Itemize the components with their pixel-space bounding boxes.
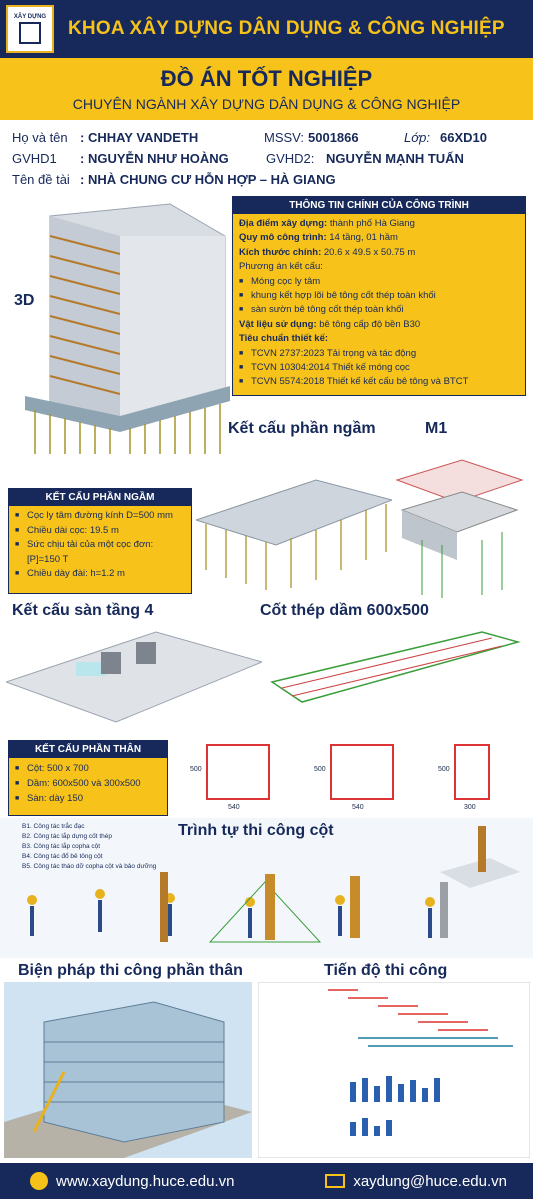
beam-section-3: 500 300: [438, 736, 508, 814]
list-item: TCVN 10304:2014 Thiết kế móng cọc: [239, 361, 519, 376]
list-item: B1. Công tác trắc đạc: [22, 823, 85, 830]
list-item: Móng cọc ly tâm: [239, 275, 519, 290]
pile-cap-m1-image: [395, 459, 524, 598]
list-item: Dầm: 600x500 và 300x500: [15, 776, 161, 791]
faculty-title: KHOA XÂY DỰNG DÂN DỤNG & CÔNG NGHIỆP: [68, 18, 505, 39]
footer-bar: www.xaydung.huce.edu.vn xaydung@huce.edu…: [0, 1163, 533, 1199]
label-substructure: Kết cấu phần ngầm: [228, 420, 376, 437]
label-schedule: Tiến độ thi công: [324, 962, 448, 979]
beam-rebar-image: [270, 631, 521, 703]
list-item: Cột: 500 x 700: [15, 761, 161, 776]
construction-site-image: [4, 982, 252, 1158]
floor4-3d-image: [6, 631, 262, 723]
advisor2-name: NGUYỄN MẠNH TUẤN: [326, 151, 464, 166]
label-floor4: Kết cấu sàn tầng 4: [12, 602, 154, 619]
list-item: Chiều dày đài: h=1.2 m: [15, 567, 185, 582]
advisor2-label: GVHD2:: [266, 151, 315, 166]
list-item: Cọc ly tâm đường kính D=500 mm: [15, 509, 185, 524]
steps-list: B1. Công tác trắc đạc B2. Công tác lắp d…: [22, 822, 162, 878]
mail-icon: [325, 1174, 346, 1188]
superstructure-panel: KẾT CẤU PHẦN THÂN Cột: 500 x 700 Dầm: 60…: [8, 740, 168, 816]
label-method: Biện pháp thi công phần thân: [18, 962, 243, 979]
id-label: MSSV:: [264, 130, 304, 145]
advisor1-label: GVHD1: [12, 151, 57, 166]
sub-title: CHUYÊN NGÀNH XÂY DỰNG DÂN DỤNG & CÔNG NG…: [72, 96, 461, 112]
advisor1-name: : NGUYỄN NHƯ HOÀNG: [80, 151, 229, 166]
substructure-panel: KẾT CẤU PHẦN NGẦM Cọc ly tâm đường kính …: [8, 488, 192, 594]
project-info-title: THÔNG TIN CHÍNH CỦA CÔNG TRÌNH: [233, 197, 525, 214]
schedule-gantt-image: [258, 982, 530, 1158]
list-item: B4. Công tác đổ bê tông cột: [22, 853, 103, 860]
list-item: sàn sườn bê tông cốt thép toàn khối: [239, 303, 519, 318]
list-item: Sàn: dày 150: [15, 791, 161, 806]
list-item: B3. Công tác lắp copha cột: [22, 843, 101, 850]
label-column-seq: Trình tự thi công cột: [178, 822, 334, 839]
list-item: TCVN 5574:2018 Thiết kế kết cấu bê tông …: [239, 375, 519, 390]
list-item: Sức chịu tải của một cọc đơn: [P]=150 T: [15, 538, 185, 567]
footer-website[interactable]: www.xaydung.huce.edu.vn: [56, 1172, 235, 1190]
main-title: ĐỒ ÁN TỐT NGHIỆP: [160, 66, 373, 91]
substructure-title: KẾT CẤU PHẦN NGẦM: [9, 489, 191, 506]
class-label: Lớp:: [404, 130, 430, 145]
superstructure-title: KẾT CẤU PHẦN THÂN: [9, 741, 167, 758]
globe-icon: [30, 1172, 48, 1190]
student-class: 66XD10: [440, 130, 487, 145]
list-item: khung kết hợp lõi bê tông cốt thép toàn …: [239, 289, 519, 304]
topic-label: Tên đề tài: [12, 172, 70, 187]
column-steps-illustration: [27, 872, 448, 943]
name-label: Họ và tên: [12, 130, 68, 145]
beam-section-2: 500 540: [314, 736, 404, 814]
list-item: Chiều dài cọc: 19.5 m: [15, 524, 185, 539]
topic-title: : NHÀ CHUNG CƯ HỖN HỢP – HÀ GIANG: [80, 172, 336, 187]
project-info-panel: THÔNG TIN CHÍNH CỦA CÔNG TRÌNH Địa điểm …: [232, 196, 526, 396]
logo-mark-icon: [19, 22, 41, 44]
label-m1: M1: [425, 420, 448, 437]
header-bar: XÂY DỰNG KHOA XÂY DỰNG DÂN DỤNG & CÔNG N…: [0, 0, 533, 58]
list-item: B5. Công tác tháo dỡ copha cột và bảo dư…: [22, 863, 157, 870]
foundation-3d-image: [196, 479, 392, 590]
label-beam: Cốt thép dầm 600x500: [260, 602, 429, 619]
student-name: : CHHAY VANDETH: [80, 130, 199, 145]
title-band: ĐỒ ÁN TỐT NGHIỆP CHUYÊN NGÀNH XÂY DỰNG D…: [0, 58, 533, 120]
university-logo: XÂY DỰNG: [6, 5, 54, 53]
footer-email[interactable]: xaydung@huce.edu.vn: [353, 1172, 507, 1190]
student-id: 5001866: [308, 130, 359, 145]
list-item: B2. Công tác lắp dựng cốt thép: [22, 833, 112, 840]
label-3d: 3D: [14, 292, 35, 309]
column-formwork-image: [440, 826, 520, 888]
list-item: TCVN 2737:2023 Tải trọng và tác động: [239, 347, 519, 362]
building-3d-image: [25, 203, 230, 454]
beam-section-1: 500 540: [190, 736, 280, 814]
